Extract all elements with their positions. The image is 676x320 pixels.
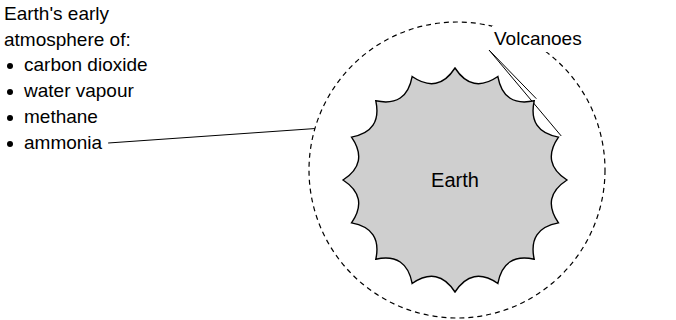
leader-line [108, 129, 315, 143]
gas-label: ammonia [22, 130, 104, 156]
bullet-dot [7, 63, 13, 69]
earth-node: Earth [337, 62, 573, 298]
atmosphere-circle [309, 22, 605, 318]
bullet-dot [7, 89, 13, 95]
node-title: Earth [431, 169, 479, 192]
gas-label: carbon dioxide [22, 52, 150, 78]
earth-surface [343, 68, 567, 292]
heading-label: Earth's early atmosphere of: [2, 1, 156, 53]
bullet-group [7, 63, 13, 147]
gas-label: methane [22, 104, 100, 130]
node-text-holder: Earth [337, 62, 573, 298]
bullet-dot [7, 115, 13, 121]
volcano-label: Volcanoes [492, 26, 584, 52]
gas-label: water vapour [22, 78, 136, 104]
bullet-dot [7, 141, 13, 147]
